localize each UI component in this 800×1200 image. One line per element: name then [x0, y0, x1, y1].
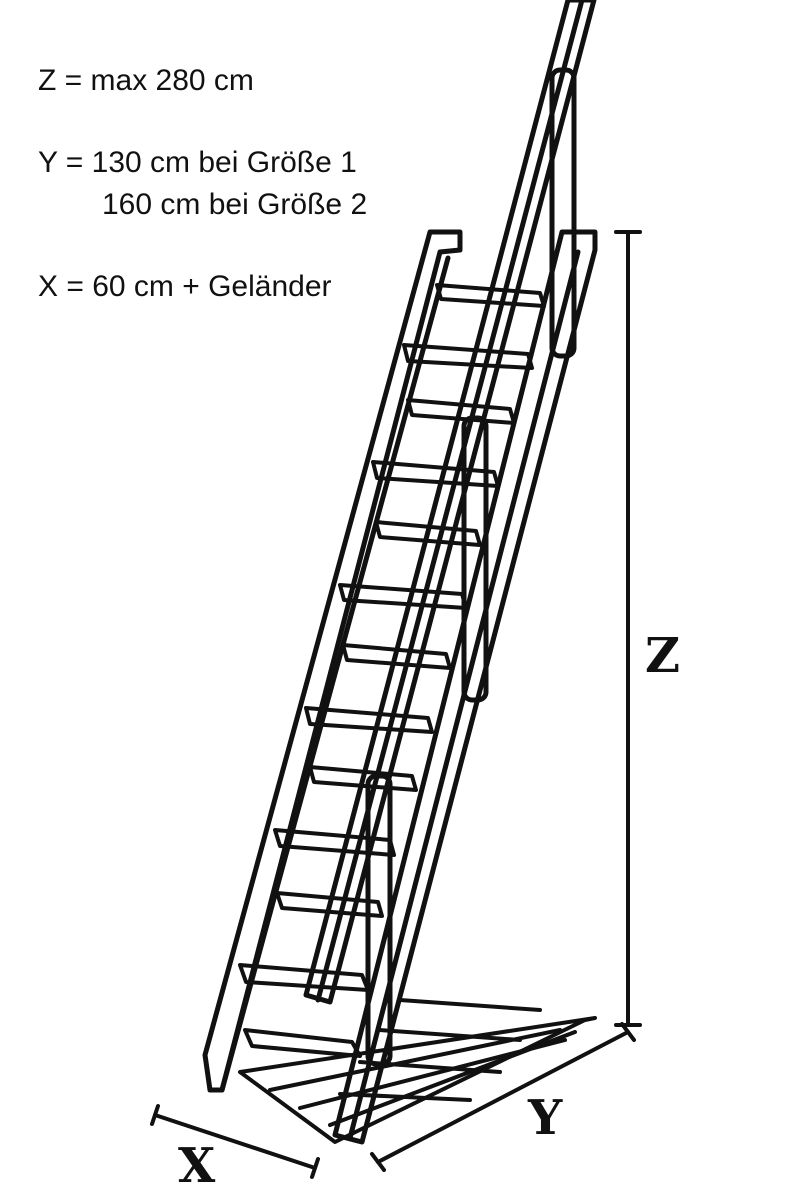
spec-length-size-2: 160 cm bei Größe 2 — [102, 188, 368, 221]
handrail — [303, 0, 597, 1005]
spec-width: X = 60 cm + Geländer — [38, 270, 332, 303]
step-10 — [371, 460, 500, 488]
spec-length-size-1: Y = 130 cm bei Größe 1 — [38, 146, 357, 179]
width-dimension-line — [150, 1104, 320, 1179]
step-4 — [273, 828, 396, 857]
spec-height: Z = max 280 cm — [38, 64, 254, 97]
step-1 — [243, 1028, 362, 1058]
handrail-post-3 — [549, 67, 577, 359]
step-2 — [238, 963, 370, 992]
handrail-post-2 — [461, 415, 489, 703]
step-6 — [304, 706, 434, 734]
height-label: Z — [645, 628, 680, 684]
height-dimension-line — [614, 230, 642, 1027]
handrail-posts — [365, 67, 577, 1067]
width-label: X — [178, 1138, 216, 1194]
step-12 — [402, 343, 534, 370]
left-stringer — [202, 229, 463, 1093]
handrail-post-1 — [365, 773, 393, 1067]
length-dimension-line — [370, 1022, 636, 1172]
length-label: Y — [527, 1090, 563, 1146]
